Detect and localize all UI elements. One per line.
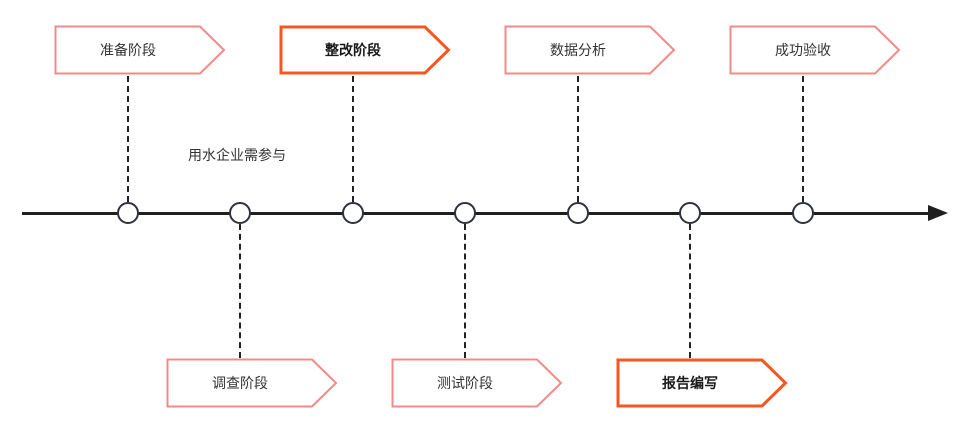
timeline-arrowhead-icon [928, 205, 948, 221]
connector-dashed [802, 76, 804, 202]
connector-dashed [577, 76, 579, 202]
phase-label: 测试阶段 [437, 375, 493, 391]
timeline-node[interactable] [229, 202, 251, 224]
annotation-text: 用水企业需参与 [188, 147, 286, 163]
phase-label: 准备阶段 [100, 42, 156, 58]
phase-label: 调查阶段 [212, 375, 268, 391]
timeline-node[interactable] [342, 202, 364, 224]
phase-shape-report-writing[interactable]: 报告编写 [616, 358, 788, 408]
timeline-node[interactable] [679, 202, 701, 224]
phase-shape-data-analysis[interactable]: 数据分析 [504, 25, 676, 75]
phase-label: 成功验收 [775, 42, 831, 58]
phase-shape-acceptance[interactable]: 成功验收 [729, 25, 901, 75]
connector-dashed [352, 76, 354, 202]
timeline-node[interactable] [567, 202, 589, 224]
phase-label: 整改阶段 [325, 42, 381, 58]
connector-dashed [239, 224, 241, 358]
phase-shape-testing[interactable]: 测试阶段 [391, 358, 563, 408]
phase-label: 数据分析 [550, 42, 606, 58]
connector-dashed [464, 224, 466, 358]
timeline-node[interactable] [792, 202, 814, 224]
connector-dashed [127, 76, 129, 202]
connector-dashed [689, 224, 691, 358]
timeline-axis [22, 212, 930, 215]
timeline-node[interactable] [454, 202, 476, 224]
phase-label: 报告编写 [662, 375, 718, 391]
timeline-node[interactable] [117, 202, 139, 224]
phase-shape-rectification[interactable]: 整改阶段 [279, 25, 451, 75]
phase-shape-preparation[interactable]: 准备阶段 [54, 25, 226, 75]
phase-shape-survey[interactable]: 调查阶段 [166, 358, 338, 408]
